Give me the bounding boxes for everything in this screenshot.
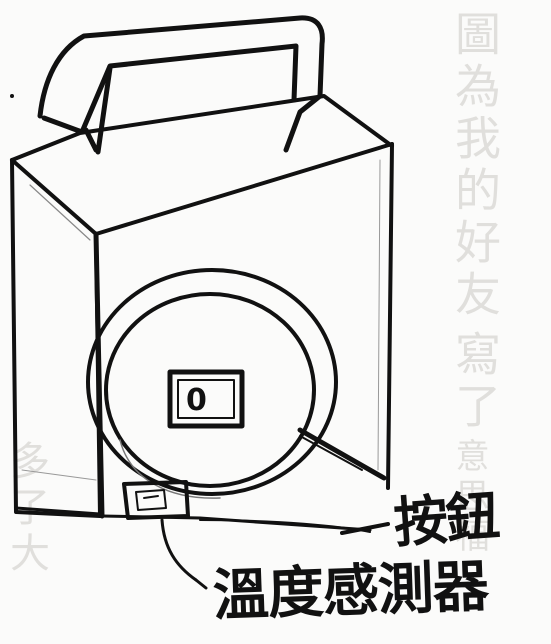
button-icon bbox=[167, 369, 245, 429]
switch-symbol: 0 bbox=[186, 383, 207, 418]
bleed-text-right: 圖為我的好友 bbox=[448, 10, 502, 322]
circular-lens-icon bbox=[86, 268, 387, 499]
bleed-text-right-3: 意思福 bbox=[449, 438, 489, 558]
handle-icon bbox=[37, 15, 325, 155]
pencil-dot bbox=[10, 94, 14, 98]
button-label: 按鈕 bbox=[391, 483, 500, 555]
box-sketch-icon bbox=[10, 94, 394, 532]
sensor-icon bbox=[122, 480, 190, 520]
sensor-label: 溫度感測器 bbox=[211, 553, 489, 629]
bleed-text-right-2: 寫了 bbox=[448, 330, 502, 434]
leader-lines bbox=[160, 518, 390, 590]
